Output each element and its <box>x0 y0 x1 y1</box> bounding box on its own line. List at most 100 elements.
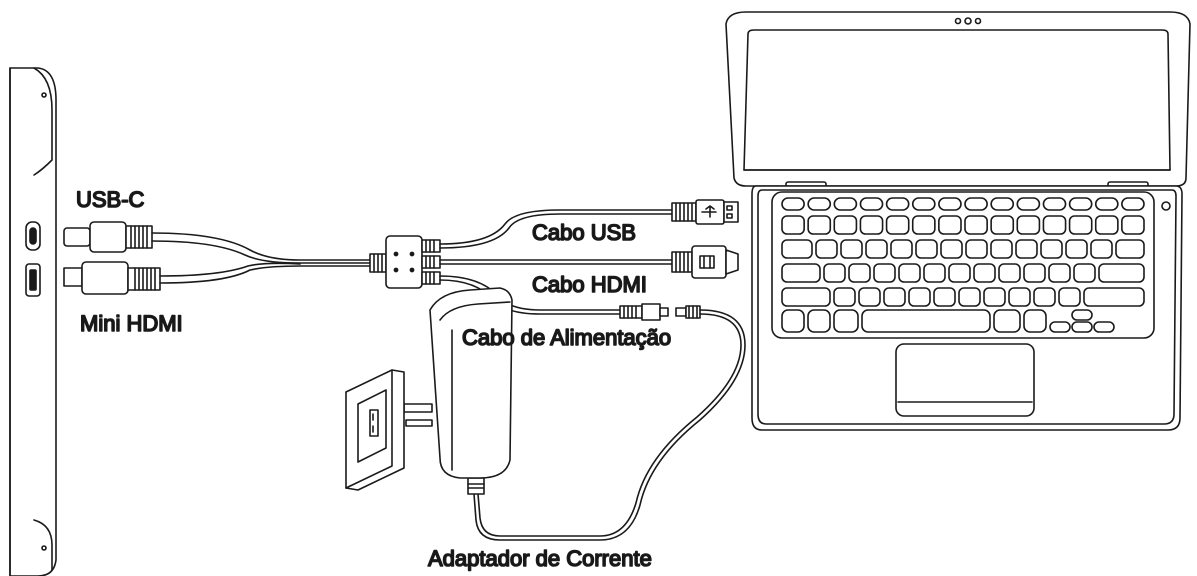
keyboard-key <box>964 215 988 235</box>
keyboard-key <box>965 239 988 259</box>
keyboard-key <box>1093 321 1115 333</box>
keyboard-key <box>938 215 962 235</box>
keyboard-key <box>990 197 1015 211</box>
keyboard-key <box>933 287 956 307</box>
keyboard-key <box>1008 287 1031 307</box>
keyboard-key <box>865 239 888 259</box>
keyboard-key <box>1090 239 1113 259</box>
keyboard-key <box>890 239 913 259</box>
keyboard-key <box>781 287 831 307</box>
dc-plug <box>619 303 669 321</box>
keyboard-key <box>964 197 988 211</box>
keyboard-key <box>833 215 858 235</box>
keyboard-key <box>883 287 906 307</box>
keyboard-key <box>807 197 832 211</box>
keyboard-key <box>859 215 884 235</box>
keyboard-key <box>1016 215 1041 235</box>
keyboard-key <box>1121 215 1145 235</box>
keyboard-key <box>1071 309 1093 321</box>
keyboard-key <box>1042 197 1067 211</box>
keyboard-key <box>1071 321 1093 333</box>
label-usb-c: USB-C <box>76 187 145 212</box>
keyboard-key <box>807 215 832 235</box>
keyboard-key <box>1121 197 1145 211</box>
keyboard-key <box>948 263 971 283</box>
keyboard-key <box>990 215 1015 235</box>
keyboard-key <box>873 263 896 283</box>
keyboard-key <box>848 263 871 283</box>
keyboard-key <box>940 239 963 259</box>
keyboard-key <box>1023 263 1046 283</box>
keyboard-key <box>908 287 931 307</box>
keyboard-key <box>807 309 831 333</box>
label-mini-hdmi: Mini HDMI <box>80 311 183 336</box>
cable-splitter <box>385 235 441 289</box>
keyboard-key <box>911 215 936 235</box>
keyboard-key <box>1015 239 1038 259</box>
keyboard-key <box>1016 197 1041 211</box>
trackpad <box>895 343 1035 417</box>
keyboard-key <box>781 309 805 333</box>
tablet-display <box>9 67 57 576</box>
power-adapter <box>403 287 746 541</box>
wall-outlet <box>345 369 405 491</box>
keyboard-key <box>1068 215 1093 235</box>
laptop <box>725 11 1191 431</box>
keyboard-key <box>990 239 1013 259</box>
keyboard-key <box>815 239 838 259</box>
keyboard-key <box>781 197 805 211</box>
keyboard-key <box>938 197 962 211</box>
keyboard-key <box>833 287 856 307</box>
keyboard-key <box>1073 263 1096 283</box>
keyboard-key <box>858 287 881 307</box>
label-usb-cable: Cabo USB <box>532 220 636 245</box>
keyboard-key <box>833 197 858 211</box>
usb-a-plug <box>671 199 739 225</box>
keyboard-key <box>998 263 1021 283</box>
keyboard-key <box>983 287 1006 307</box>
label-power-adapter: Adaptador de Corrente <box>428 546 652 571</box>
keyboard-key <box>973 263 996 283</box>
keyboard-key <box>898 263 921 283</box>
keyboard-key <box>781 263 821 283</box>
keyboard-key <box>1083 287 1145 307</box>
keyboard-key <box>1033 287 1056 307</box>
keyboard <box>781 197 1145 333</box>
keyboard-key <box>923 263 946 283</box>
mini-hdmi-port <box>25 263 41 297</box>
keyboard-key <box>1042 215 1067 235</box>
keyboard-key <box>1094 215 1119 235</box>
hdmi-plug <box>671 245 739 279</box>
keyboard-key <box>1094 197 1119 211</box>
keyboard-key <box>1098 263 1145 283</box>
keyboard-key <box>911 197 936 211</box>
keyboard-key <box>840 239 863 259</box>
keyboard-key <box>993 309 1021 333</box>
keyboard-key <box>781 215 805 235</box>
keyboard-key <box>958 287 981 307</box>
keyboard-key <box>885 215 910 235</box>
usb-c-plug <box>63 221 153 253</box>
keyboard-key <box>1058 287 1081 307</box>
keyboard-key <box>859 197 884 211</box>
keyboard-key <box>1023 309 1047 333</box>
keyboard-key <box>781 239 813 259</box>
label-power-cable: Cabo de Alimentação <box>462 325 671 350</box>
three-in-one-cable <box>63 199 739 321</box>
keyboard-key <box>885 197 910 211</box>
keyboard-key <box>823 263 846 283</box>
keyboard-key <box>915 239 938 259</box>
keyboard-key <box>1068 197 1093 211</box>
usb-c-port <box>25 221 41 251</box>
keyboard-key <box>1115 239 1145 259</box>
keyboard-key <box>1049 321 1071 333</box>
keyboard-key <box>1040 239 1063 259</box>
keyboard-key <box>861 309 991 333</box>
keyboard-key <box>1065 239 1088 259</box>
mini-hdmi-plug <box>63 261 161 295</box>
label-hdmi-cable: Cabo HDMI <box>532 272 647 297</box>
keyboard-key <box>1048 263 1071 283</box>
keyboard-key <box>833 309 859 333</box>
